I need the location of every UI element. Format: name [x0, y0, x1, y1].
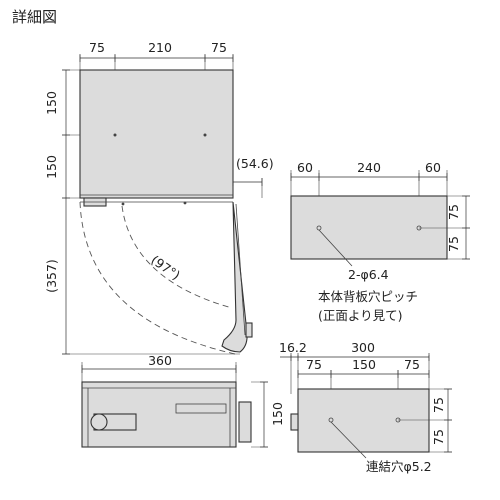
dim-front-side-depth: (54.6)	[236, 156, 274, 171]
dim-bottom-width: 360	[148, 353, 172, 368]
dim-back-height-lower: 75	[446, 236, 461, 252]
side-knob	[290, 413, 299, 431]
dim-side-offset: 16.2	[279, 340, 307, 355]
side-body	[297, 388, 430, 453]
front-panel	[79, 69, 234, 199]
dim-side-width-left: 75	[306, 357, 322, 372]
dim-back-width-mid: 240	[357, 160, 381, 175]
dim-front-swing-height: (357)	[44, 259, 59, 293]
side-hole-label: 連結穴φ5.2	[366, 459, 432, 474]
dim-side-width-mid: 150	[352, 357, 376, 372]
back-note-line1: 本体背板穴ピッチ	[318, 289, 418, 304]
bottom-lock	[90, 413, 108, 431]
dim-side-height-lower: 75	[431, 429, 446, 445]
back-panel	[290, 195, 448, 260]
dim-back-height-upper: 75	[446, 204, 461, 220]
dim-side-height-upper: 75	[431, 397, 446, 413]
dim-front-top-right: 75	[211, 40, 227, 55]
dim-front-height-lower: 150	[44, 155, 59, 179]
door-latch	[245, 322, 253, 338]
dim-back-width-right: 60	[425, 160, 441, 175]
bottom-slot	[175, 403, 227, 414]
swing-arc-outer	[79, 201, 236, 355]
dim-front-top-left: 75	[89, 40, 105, 55]
dim-front-top-mid: 210	[148, 40, 172, 55]
side-view: 16.2 300 75 150 75 75 75 連結穴φ5.2	[279, 340, 452, 474]
bottom-view: 360 150	[81, 353, 285, 448]
swing-arc-inner	[121, 205, 233, 309]
dim-side-width-right: 75	[404, 357, 420, 372]
dim-bottom-height: 150	[270, 402, 285, 426]
back-hole-label: 2-φ6.4	[348, 267, 389, 282]
dim-front-height-upper: 150	[44, 91, 59, 115]
drawing-title: 詳細図	[12, 8, 57, 26]
back-note-line2: (正面より見て)	[318, 308, 403, 323]
swing-angle-label: (97°)	[148, 252, 183, 283]
dim-back-width-left: 60	[297, 160, 313, 175]
open-door	[221, 201, 248, 353]
dim-side-total: 300	[351, 340, 375, 355]
bottom-handle	[238, 401, 252, 443]
back-view: 60 240 60 75 75 2-φ6.4 本体背板穴ピッチ (正面より見て)	[290, 160, 470, 323]
front-view: 75 210 75 150 150 (357) (54.6)	[44, 40, 274, 355]
